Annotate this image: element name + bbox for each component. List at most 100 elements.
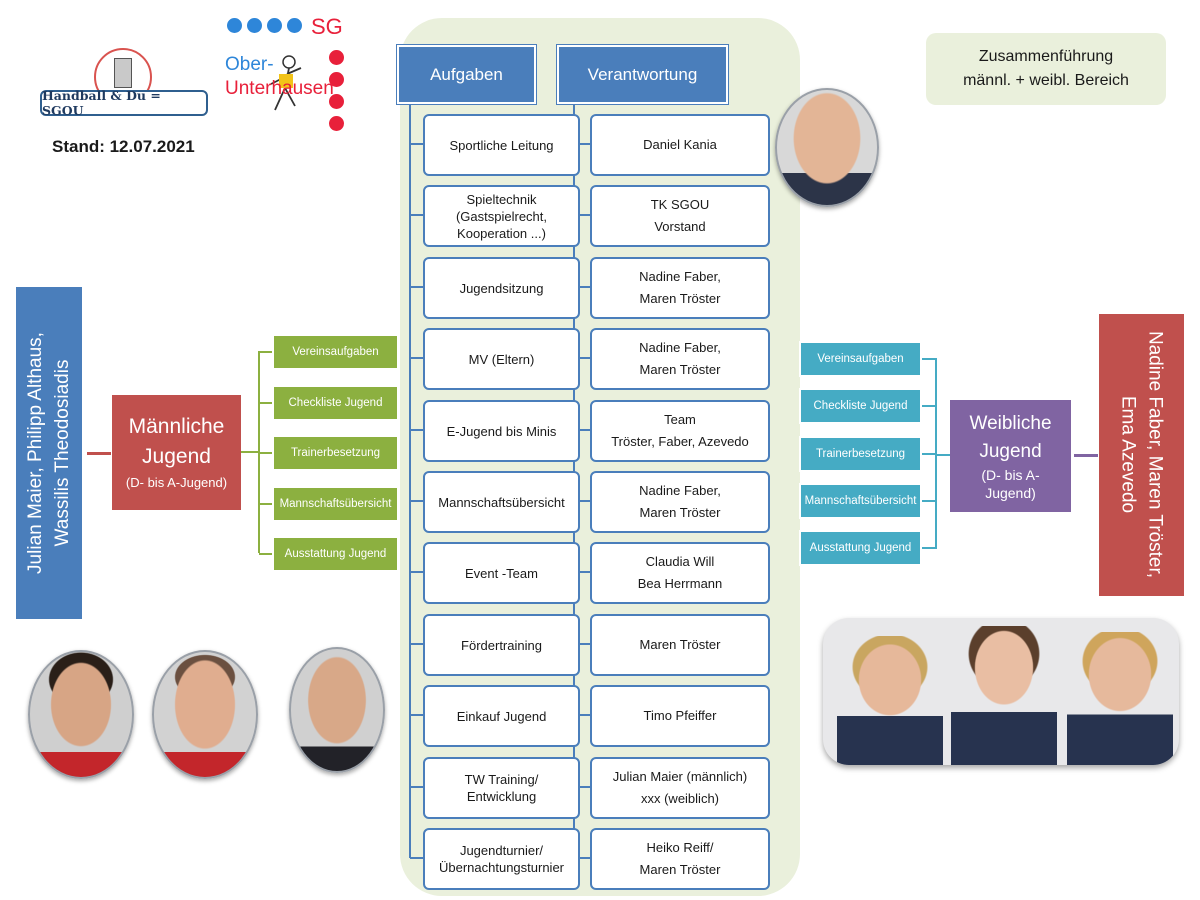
responsibility-cell: Heiko Reiff/Maren Tröster [590, 828, 770, 890]
female-subtask-connector [921, 405, 936, 407]
header-verantwortung: Verantwortung [557, 45, 728, 104]
responsibility-text: Bea Herrmann [637, 576, 723, 591]
resp-connector [574, 429, 591, 431]
task-text: Kooperation ...) [457, 225, 546, 241]
task-cell: E-Jugend bis Minis [423, 400, 580, 462]
task-connector [410, 643, 424, 645]
responsibility-text: Maren Tröster [639, 637, 721, 652]
player-figure-icon [265, 54, 305, 124]
blue-dot [227, 18, 242, 33]
task-cell: Jugendsitzung [423, 257, 580, 319]
portrait-ema-azevedo [1067, 632, 1173, 765]
resp-connector [574, 286, 591, 288]
responsibility-text: Maren Tröster [639, 291, 721, 306]
male-subtask: Trainerbesetzung [272, 435, 399, 471]
portrait-philipp-althaus [152, 650, 258, 779]
responsibility-text: Julian Maier (männlich) [612, 769, 748, 784]
task-connector [410, 214, 424, 216]
task-connector [410, 143, 424, 145]
portrait-julian-maier [28, 650, 134, 779]
responsibility-cell: Julian Maier (männlich) xxx (weiblich) [590, 757, 770, 819]
task-text: Spieltechnik [466, 191, 537, 207]
female-people-text: Nadine Faber, Maren Tröster, Ema Azevedo [1100, 314, 1185, 596]
merge-note-line2: männl. + weibl. Bereich [963, 72, 1129, 89]
male-subtask: Vereinsaufgaben [272, 334, 399, 370]
female-title-line1: Weibliche [969, 413, 1052, 434]
task-connector [410, 786, 424, 788]
task-cell: Mannschaftsübersicht [423, 471, 580, 533]
task-cell: Event -Team [423, 542, 580, 604]
blue-dot [267, 18, 282, 33]
resp-connector [574, 500, 591, 502]
female-subtask-connector [921, 547, 936, 549]
task-text: Entwicklung [466, 789, 537, 804]
task-text: TW Training/ [464, 772, 539, 787]
responsibility-text: Maren Tröster [639, 505, 721, 520]
male-jugend-box: Männliche Jugend (D- bis A-Jugend) [112, 395, 241, 510]
resp-connector [574, 214, 591, 216]
female-people-line1: Nadine Faber, Maren Tröster, [1145, 330, 1166, 579]
responsibility-text: Maren Tröster [639, 862, 721, 877]
blue-dot [247, 18, 262, 33]
task-text: Sportliche Leitung [449, 137, 554, 153]
task-connector [410, 357, 424, 359]
merge-note: Zusammenführung männl. + weibl. Bereich [926, 33, 1166, 105]
responsibility-cell: Timo Pfeiffer [590, 685, 770, 747]
sgou-logo: Handball & Du = SGOU [40, 48, 208, 120]
task-cell: Einkauf Jugend [423, 685, 580, 747]
female-jugend-box: Weibliche Jugend (D- bis A- Jugend) [950, 400, 1071, 512]
male-subtask-connector [259, 351, 273, 353]
task-text: Fördertraining [461, 637, 542, 653]
stand-date: Stand: 12.07.2021 [52, 137, 195, 156]
female-subtask: Mannschaftsübersicht [799, 483, 922, 519]
portrait-maren-troester [951, 626, 1057, 765]
sgou-logo-banner: Handball & Du = SGOU [40, 88, 208, 118]
responsibility-text: Tröster, Faber, Azevedo [611, 434, 749, 449]
task-cell: TW Training/Entwicklung [423, 757, 580, 819]
male-people-text: Julian Maier, Philipp Althaus, Wassilis … [16, 287, 82, 619]
merge-note-line1: Zusammenführung [978, 48, 1114, 65]
task-text: Übernachtungsturnier [438, 860, 565, 875]
male-subtask-connector [259, 553, 273, 555]
task-connector [410, 429, 424, 431]
task-cell: Sportliche Leitung [423, 114, 580, 176]
blue-dot [287, 18, 302, 33]
red-dot [329, 116, 344, 131]
red-dot [329, 50, 344, 65]
male-tree-stub [241, 451, 259, 453]
responsibility-text: Timo Pfeiffer [643, 708, 717, 723]
female-subtask-connector [921, 358, 936, 360]
male-subtitle: (D- bis A-Jugend) [125, 474, 228, 490]
responsibility-text: xxx (weiblich) [640, 791, 719, 806]
club-logo: SG Ober- Unterhausen [225, 12, 355, 142]
portrait-wassilis-theodosiadis [289, 647, 385, 773]
resp-connector [574, 143, 591, 145]
female-tree-stub [936, 454, 950, 456]
responsibility-text: Nadine Faber, [639, 483, 721, 498]
responsibility-cell: Daniel Kania [590, 114, 770, 176]
male-subtask-connector [259, 402, 273, 404]
male-subtask: Checkliste Jugend [272, 385, 399, 421]
female-subtask: Checkliste Jugend [799, 388, 922, 424]
club-logo-ober: Ober- [225, 54, 274, 75]
female-tree-trunk [935, 358, 937, 549]
responsibility-text: Claudia Will [645, 554, 715, 569]
portrait-daniel-kania [775, 88, 879, 207]
female-connector [1074, 454, 1098, 457]
red-dot [329, 72, 344, 87]
resp-connector [574, 857, 591, 859]
resp-connector [574, 786, 591, 788]
task-text: Jugendsitzung [459, 280, 544, 296]
male-people-box: Julian Maier, Philipp Althaus, Wassilis … [16, 287, 82, 619]
task-text: Event -Team [465, 565, 538, 581]
resp-connector [574, 571, 591, 573]
male-people-line1: Julian Maier, Philipp Althaus, [25, 332, 46, 574]
task-cell: Spieltechnik(Gastspielrecht,Kooperation … [423, 185, 580, 247]
female-subtitle-line2: Jugend) [985, 485, 1036, 501]
task-text: (Gastspielrecht, [455, 208, 548, 224]
resp-connector [574, 643, 591, 645]
female-people-line2: Ema Azevedo [1118, 395, 1139, 514]
responsibility-text: Vorstand [654, 219, 706, 234]
